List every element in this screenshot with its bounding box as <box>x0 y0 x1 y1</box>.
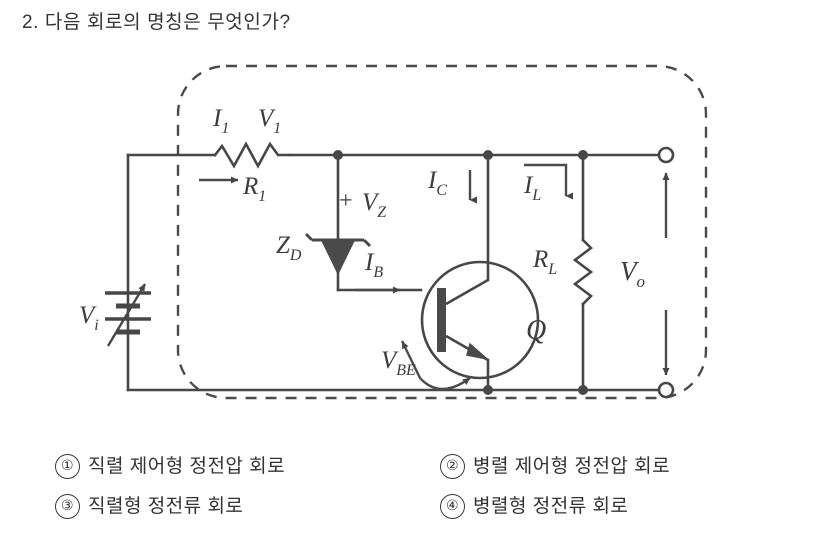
label-output-voltage: Vo <box>620 256 645 291</box>
label-series-resistor: R1 <box>242 173 266 205</box>
label-series-current: I1 <box>212 105 229 137</box>
label-base-emitter-voltage: VBE <box>381 347 416 379</box>
label-load-resistor: RL <box>532 246 557 278</box>
option-1-label: 직렬 제어형 정전압 회로 <box>88 456 286 477</box>
option-row-1: ① 직렬 제어형 정전압 회로 ② 병렬 제어형 정전압 회로 <box>0 452 826 488</box>
option-1[interactable]: ① 직렬 제어형 정전압 회로 <box>55 452 285 482</box>
option-4-marker: ④ <box>440 494 465 519</box>
label-input-source: Vi <box>79 302 99 334</box>
option-3-label: 직렬형 정전류 회로 <box>88 496 244 517</box>
option-3[interactable]: ③ 직렬형 정전류 회로 <box>55 492 243 522</box>
label-collector-current: IC <box>427 167 447 199</box>
label-base-current: IB <box>364 249 383 281</box>
input-source-symbol <box>105 283 151 347</box>
output-terminals <box>657 146 675 399</box>
option-4-label: 병렬형 정전류 회로 <box>473 496 629 517</box>
page-title: 2. 다음 회로의 명칭은 무엇인가? <box>22 12 291 33</box>
option-2-label: 병렬 제어형 정전압 회로 <box>473 456 671 477</box>
option-3-marker: ③ <box>55 494 80 519</box>
zener-diode-symbol <box>304 232 372 276</box>
answer-options-list: ① 직렬 제어형 정전압 회로 ② 병렬 제어형 정전압 회로 ③ 직렬형 정전류 회… <box>0 450 826 533</box>
label-zener-polarity: + <box>339 188 353 214</box>
label-load-current: IL <box>523 172 541 204</box>
label-transistor: Q <box>526 315 546 346</box>
option-row-2: ③ 직렬형 정전류 회로 ④ 병렬형 정전류 회로 <box>0 492 826 528</box>
annotation-arrows <box>199 163 670 391</box>
transistor-symbol <box>420 260 540 380</box>
option-2-marker: ② <box>440 454 465 479</box>
base-emitter-voltage-arc <box>400 340 471 391</box>
circuit-svg: Vi I1 V1 R1 ZD + VZ <box>79 64 708 400</box>
label-series-voltage: V1 <box>258 105 281 137</box>
circuit-labels: Vi I1 V1 R1 ZD + VZ <box>79 105 645 379</box>
circuit-wires <box>126 141 668 392</box>
label-zener-diode: ZD <box>276 232 302 264</box>
junction-nodes <box>333 150 588 395</box>
circuit-diagram: Vi I1 V1 R1 ZD + VZ <box>0 48 826 438</box>
option-2[interactable]: ② 병렬 제어형 정전압 회로 <box>440 452 670 482</box>
load-current-arrow <box>524 163 573 200</box>
option-4[interactable]: ④ 병렬형 정전류 회로 <box>440 492 628 522</box>
label-zener-voltage: VZ <box>362 189 387 221</box>
circuit-boundary-dashed <box>176 64 708 400</box>
option-1-marker: ① <box>55 454 80 479</box>
